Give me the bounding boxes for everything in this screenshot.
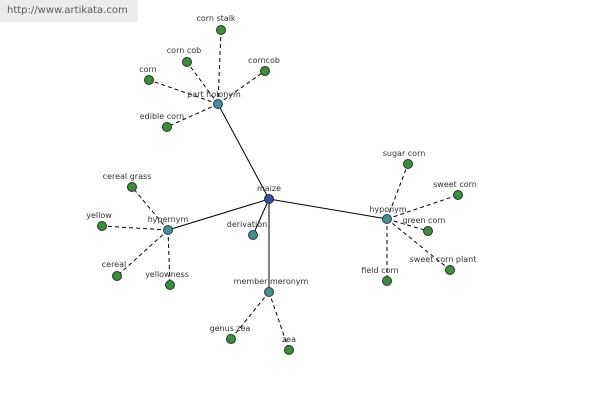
label-maize: maize bbox=[257, 184, 281, 193]
label-member-meronym: member meronym bbox=[234, 277, 309, 286]
label-hyponym: hyponym bbox=[369, 205, 407, 214]
node-corncob[interactable] bbox=[260, 66, 270, 76]
node-sweet-corn[interactable] bbox=[453, 190, 463, 200]
label-edible-corn: edible corn bbox=[140, 112, 185, 121]
label-genus-zea: genus zea bbox=[210, 324, 251, 333]
edge-hypernym-yellowness bbox=[167, 229, 171, 286]
node-hypernym[interactable] bbox=[163, 225, 173, 235]
label-cereal: cereal bbox=[102, 260, 126, 269]
label-sweet-corn: sweet corn bbox=[433, 180, 477, 189]
node-corn-cob[interactable] bbox=[182, 57, 192, 67]
node-sugar-corn[interactable] bbox=[403, 159, 413, 169]
edge-hypernym-yellow bbox=[101, 225, 169, 231]
node-edible-corn[interactable] bbox=[162, 122, 172, 132]
edge-hyponym-sweet-corn bbox=[386, 194, 459, 220]
label-corn-stalk: corn stalk bbox=[196, 14, 235, 23]
label-zea: zea bbox=[282, 335, 296, 344]
label-hypernym: hypernym bbox=[148, 215, 189, 224]
edge-member-meronym-zea bbox=[268, 291, 290, 351]
watermark-url[interactable]: http://www.artikata.com bbox=[0, 0, 138, 22]
node-derivation[interactable] bbox=[248, 230, 258, 240]
node-member-meronym[interactable] bbox=[264, 287, 274, 297]
node-corn-stalk[interactable] bbox=[216, 25, 226, 35]
label-corn: corn bbox=[139, 65, 157, 74]
label-field-corn: field corn bbox=[361, 266, 398, 275]
edge-hyponym-green-corn bbox=[386, 218, 429, 232]
label-cereal-grass: cereal grass bbox=[103, 172, 152, 181]
edge-maize-part-holonym bbox=[217, 103, 270, 200]
edge-part-holonym-edible-corn bbox=[166, 103, 219, 128]
label-yellow: yellow bbox=[86, 211, 112, 220]
node-field-corn[interactable] bbox=[382, 276, 392, 286]
node-green-corn[interactable] bbox=[423, 226, 433, 236]
label-sugar-corn: sugar corn bbox=[383, 149, 426, 158]
node-zea[interactable] bbox=[284, 345, 294, 355]
node-part-holonym[interactable] bbox=[213, 99, 223, 109]
node-corn[interactable] bbox=[144, 75, 154, 85]
edge-part-holonym-corn-stalk bbox=[217, 29, 222, 105]
node-hyponym[interactable] bbox=[382, 214, 392, 224]
node-cereal-grass[interactable] bbox=[127, 182, 137, 192]
edge-part-holonym-corn-cob bbox=[186, 61, 219, 105]
label-part-holonym: part holonym bbox=[187, 90, 241, 99]
node-cereal[interactable] bbox=[112, 271, 122, 281]
edge-hyponym-sugar-corn bbox=[386, 163, 409, 220]
label-sweet-corn-plant: sweet corn plant bbox=[410, 255, 477, 264]
edge-part-holonym-corncob bbox=[217, 70, 266, 105]
node-sweet-corn-plant[interactable] bbox=[445, 265, 455, 275]
edge-part-holonym-corn bbox=[148, 79, 219, 105]
label-corn-cob: corn cob bbox=[167, 46, 201, 55]
label-green-corn: green corn bbox=[402, 216, 445, 225]
label-derivation: derivation bbox=[227, 220, 267, 229]
node-maize[interactable] bbox=[264, 194, 274, 204]
edge-maize-derivation bbox=[252, 198, 270, 236]
edge-hypernym-cereal bbox=[116, 229, 169, 277]
edge-maize-hyponym bbox=[268, 198, 388, 220]
label-corncob: corncob bbox=[248, 56, 280, 65]
node-yellowness[interactable] bbox=[165, 280, 175, 290]
node-genus-zea[interactable] bbox=[226, 334, 236, 344]
label-yellowness: yellowness bbox=[145, 270, 189, 279]
edge-hypernym-cereal-grass bbox=[131, 186, 169, 231]
edge-maize-hypernym bbox=[167, 198, 270, 231]
node-yellow[interactable] bbox=[97, 221, 107, 231]
edge-member-meronym-genus-zea bbox=[230, 291, 270, 340]
